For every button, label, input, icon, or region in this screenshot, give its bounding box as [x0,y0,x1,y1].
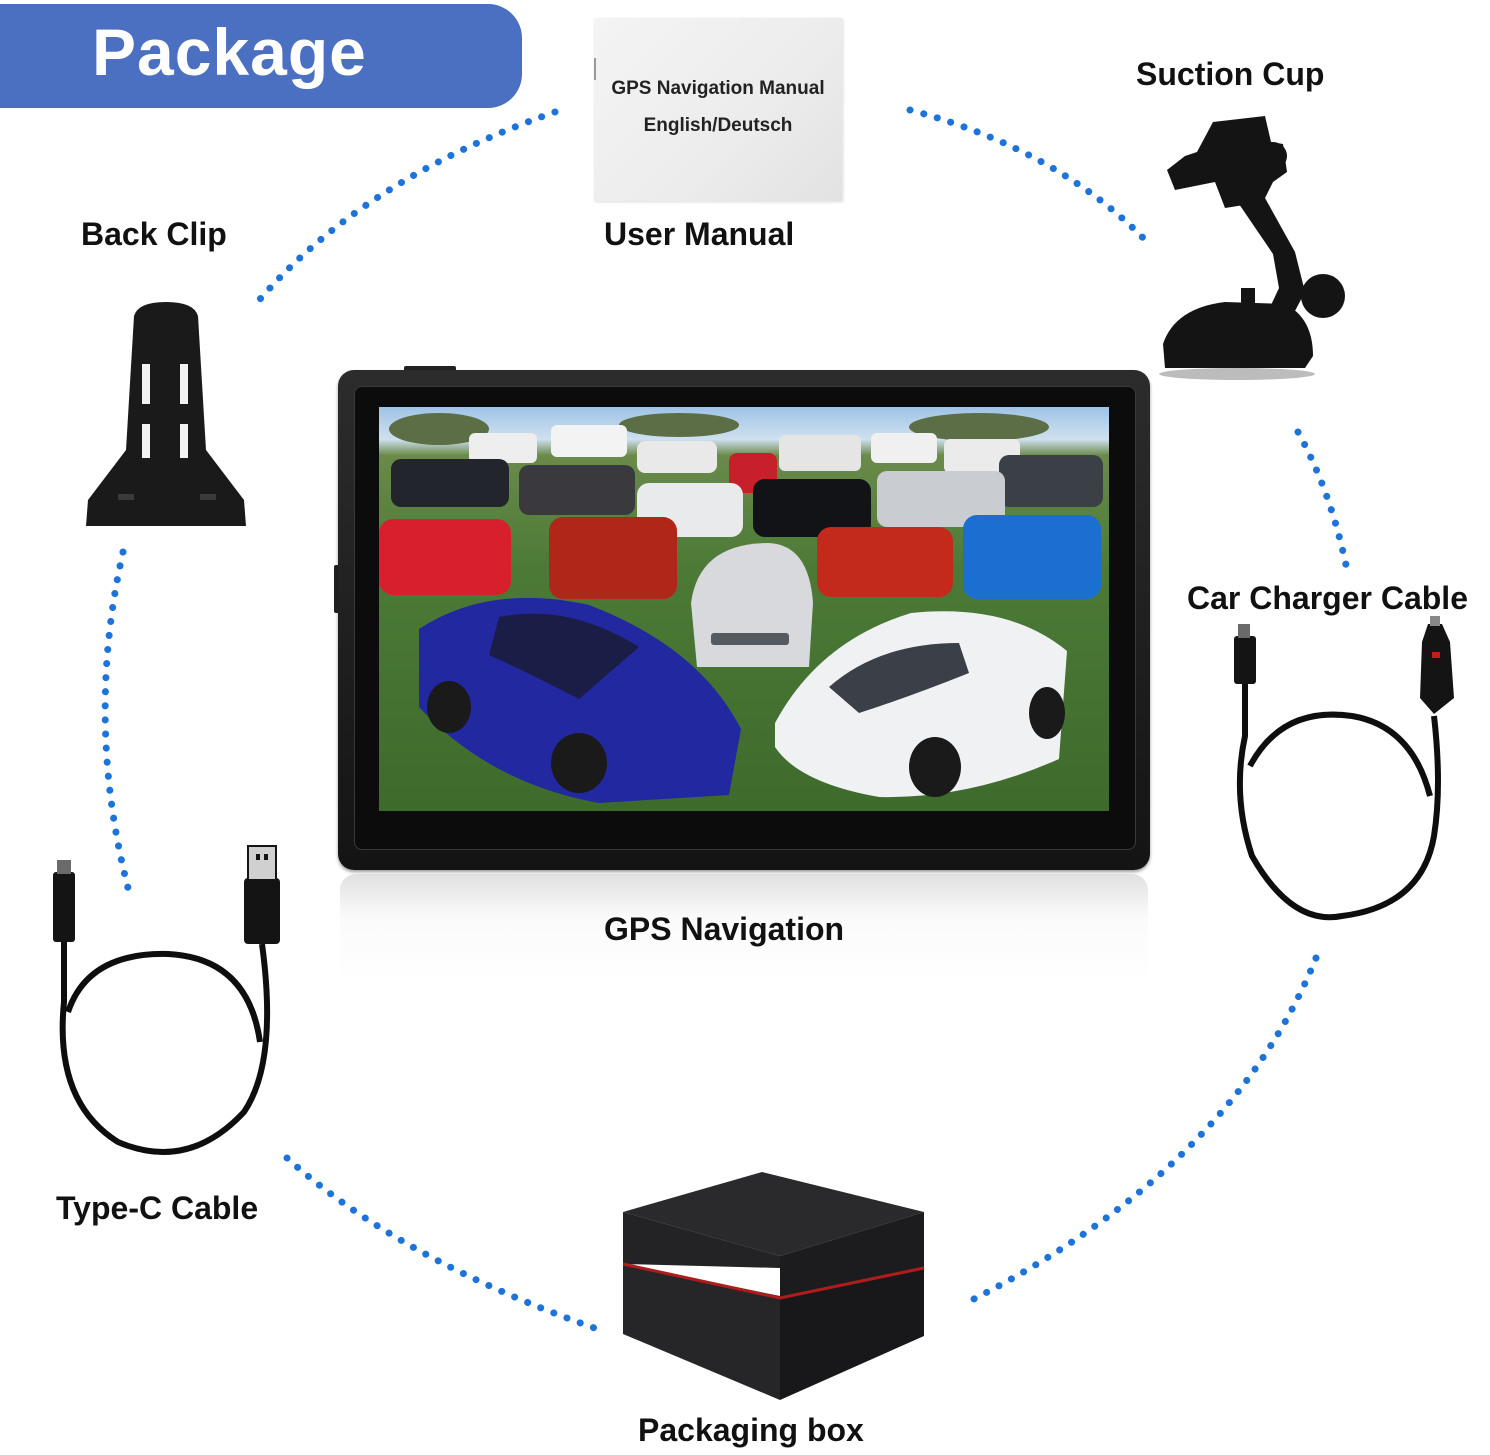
device-reflection [340,874,1148,984]
type-c-cable-icon [53,845,280,1155]
dots-bottom-left [283,1154,604,1334]
suction-cup-label: Suction Cup [1136,56,1325,92]
manual-edge [594,58,596,80]
gps-navigation-label: GPS Navigation [604,911,845,947]
dots-top-right [906,106,1154,249]
banner-title: Package [92,15,367,89]
side-button [334,565,339,613]
car-charger-cable-icon [1234,616,1454,921]
packaging-box-icon [622,1172,925,1400]
package-banner: Package [0,4,522,108]
car-charger-label: Car Charger Cable [1187,580,1468,616]
user-manual-label: User Manual [604,216,795,252]
user-manual-booklet: GPS Navigation Manual English/Deutsch [594,18,842,201]
gps-navigator-device [338,370,1150,870]
manual-cover-line2: English/Deutsch [643,115,793,136]
device-screen [379,407,1109,811]
dots-top-left [251,108,559,309]
packaging-box-label: Packaging box [638,1412,864,1448]
manual-cover-line1: GPS Navigation Manual [611,78,825,99]
device-bezel [354,386,1136,850]
dots-left [101,548,132,892]
screen-wallpaper-cars [379,413,1103,803]
dots-right-lower [964,954,1320,1306]
back-clip-label: Back Clip [81,216,227,252]
back-clip-icon [86,302,246,526]
power-button [404,366,456,372]
type-c-cable-label: Type-C Cable [56,1190,259,1226]
dots-right-upper [1294,428,1350,569]
suction-cup-icon [1159,116,1345,380]
